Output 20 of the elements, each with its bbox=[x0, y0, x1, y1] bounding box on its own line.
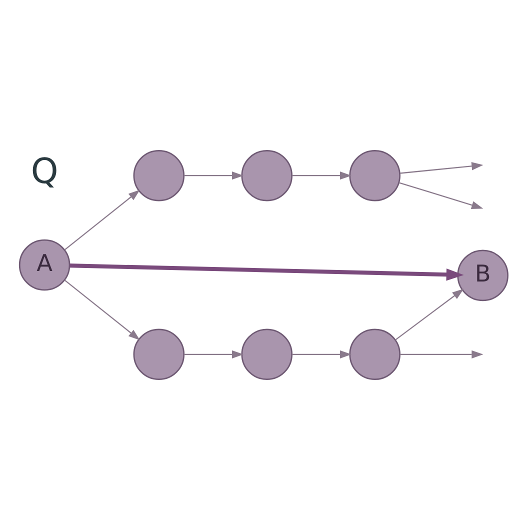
node-circle: A bbox=[18, 239, 70, 291]
arrow bbox=[395, 288, 464, 340]
node-circle bbox=[133, 150, 185, 202]
arrow bbox=[398, 182, 484, 210]
node-circle bbox=[241, 150, 293, 202]
node-circle bbox=[133, 328, 185, 380]
arrow bbox=[70, 264, 464, 281]
node-circle bbox=[349, 328, 401, 380]
node-circle bbox=[349, 150, 401, 202]
arrow bbox=[400, 350, 484, 358]
arrow bbox=[64, 280, 140, 340]
arrow bbox=[184, 172, 244, 180]
node-circle bbox=[241, 328, 293, 380]
arrow bbox=[400, 162, 484, 174]
arrow bbox=[292, 172, 352, 180]
arrow bbox=[292, 350, 352, 358]
node-circle: B bbox=[457, 250, 508, 302]
arrow bbox=[64, 190, 140, 250]
label: Q bbox=[30, 152, 58, 192]
arrow bbox=[184, 350, 244, 358]
